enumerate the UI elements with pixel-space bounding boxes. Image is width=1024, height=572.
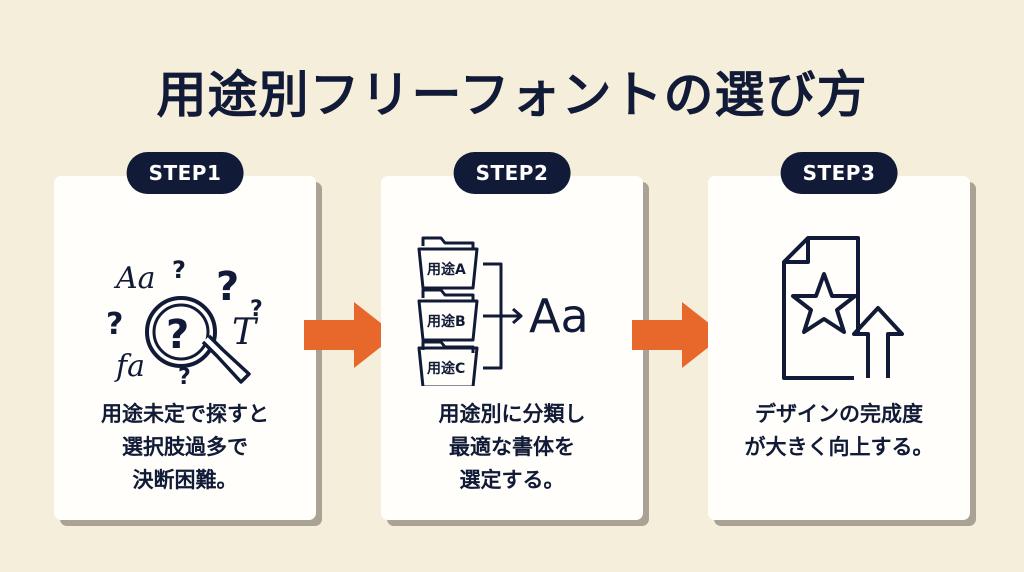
arrow [483, 307, 523, 325]
step-description: デザインの完成度 が大きく向上する。 [708, 398, 970, 464]
question-mark: ? [166, 312, 189, 358]
glyph-fa: fa [114, 349, 145, 384]
description-line: デザインの完成度 [755, 402, 923, 426]
step-card-2: STEP2 用途A 用途B 用途C Aa 用途別に分類し 最適 [381, 152, 643, 520]
glyph-t: T [232, 312, 259, 353]
arrow-right-icon [304, 302, 396, 368]
step-badge: STEP3 [780, 152, 898, 194]
question-mark: ? [250, 297, 263, 322]
step-badge: STEP1 [126, 152, 244, 194]
folder-icon [417, 236, 479, 290]
star-icon [791, 272, 857, 334]
description-line: が大きく向上する。 [744, 435, 934, 459]
description-line: 最適な書体を [449, 435, 575, 459]
folder-label: 用途B [427, 313, 466, 330]
folder-label: 用途A [427, 261, 466, 278]
question-mark: ? [106, 307, 123, 342]
step-description: 用途別に分類し 最適な書体を 選定する。 [381, 398, 643, 497]
description-line: 選定する。 [459, 468, 565, 492]
folders-to-font-icon: 用途A 用途B 用途C Aa [417, 236, 589, 386]
question-mark: ? [216, 264, 239, 310]
document-icon [782, 236, 860, 380]
step-card-3: STEP3 デザインの完成度 が大きく向上する。 [708, 152, 970, 520]
description-line: 選択肢過多で [122, 435, 248, 459]
document-star-upgrade-icon [782, 236, 904, 380]
arrow-right-icon [632, 302, 724, 368]
description-line: 用途未定で探すと [101, 402, 269, 426]
glyph-aa: Aa [113, 261, 156, 296]
step-description: 用途未定で探すと 選択肢過多で 決断困難。 [54, 398, 316, 497]
magnifier-question-icon: Aa T fa ? ? ? ? ? ? [106, 256, 263, 386]
page-title: 用途別フリーフォントの選び方 [156, 66, 868, 124]
arrow-up-icon [852, 306, 904, 378]
step-badge: STEP2 [453, 152, 571, 194]
description-line: 決断困難。 [132, 468, 238, 492]
folder-label: 用途C [427, 360, 465, 377]
question-mark: ? [172, 256, 186, 284]
question-mark: ? [178, 365, 191, 386]
font-sample: Aa [529, 289, 589, 343]
folder-icon [417, 288, 479, 342]
step-card-1: STEP1 Aa T fa ? ? ? ? ? ? 用途未定で探すと 選択肢過多… [54, 152, 316, 520]
folder-icon [417, 340, 479, 386]
description-line: 用途別に分類し [438, 402, 586, 426]
